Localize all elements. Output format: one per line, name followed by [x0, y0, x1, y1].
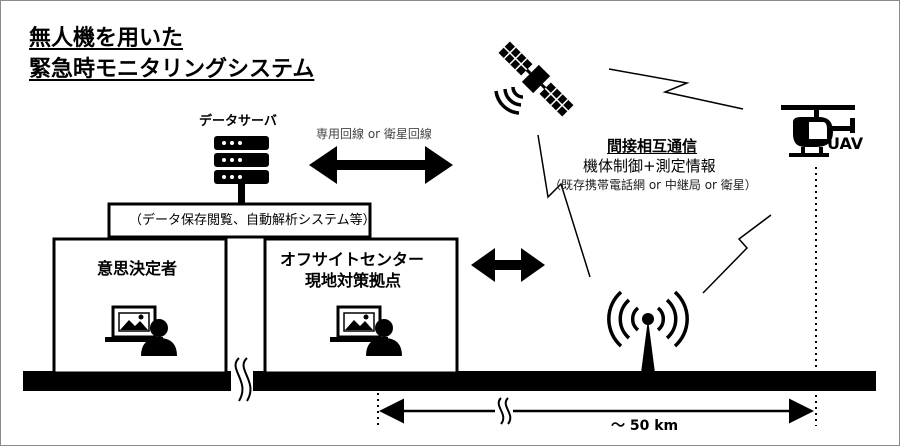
- decision-maker-label: 意思決定者: [97, 259, 178, 278]
- communication-method: （既存携帯電話網 or 中継局 or 衛星）: [549, 178, 757, 192]
- satellite-uav-link: [608, 68, 744, 110]
- satellite-icon: [498, 41, 574, 117]
- server-link-arrow: [309, 146, 453, 184]
- uav-antenna-link: [702, 214, 772, 294]
- computer-user-icon: [105, 305, 177, 356]
- server-bracket: [107, 202, 372, 239]
- ground-break-mark: [231, 357, 253, 402]
- diagram-title-line2: 緊急時モニタリングシステム: [29, 57, 315, 82]
- server-description: （データ保存閲覧、自動解析システム等）: [129, 213, 376, 228]
- distance-break-mark: [495, 397, 513, 425]
- computer-user-icon: [330, 305, 402, 356]
- satellite-signal-waves: [494, 86, 524, 115]
- uav-label: UAV: [827, 134, 864, 153]
- helicopter-icon: [781, 105, 855, 157]
- offsite-center-label-line2: 現地対策拠点: [305, 271, 402, 290]
- offsite-center-label-line1: オフサイトセンター: [280, 250, 425, 269]
- server-link-label: 専用回線 or 衛星回線: [316, 127, 432, 141]
- satellite-antenna-link: [537, 134, 591, 278]
- server-label: データサーバ: [199, 114, 277, 129]
- diagram-title-line1: 無人機を用いた: [29, 26, 184, 51]
- offsite-antenna-arrow: [471, 248, 545, 282]
- server-icon: [214, 136, 269, 204]
- communication-content: 機体制御+測定情報: [583, 157, 716, 175]
- antenna-tower-icon: [607, 290, 689, 373]
- communication-title: 間接相互通信: [607, 137, 698, 155]
- distance-label: ～ 50 km: [611, 418, 679, 434]
